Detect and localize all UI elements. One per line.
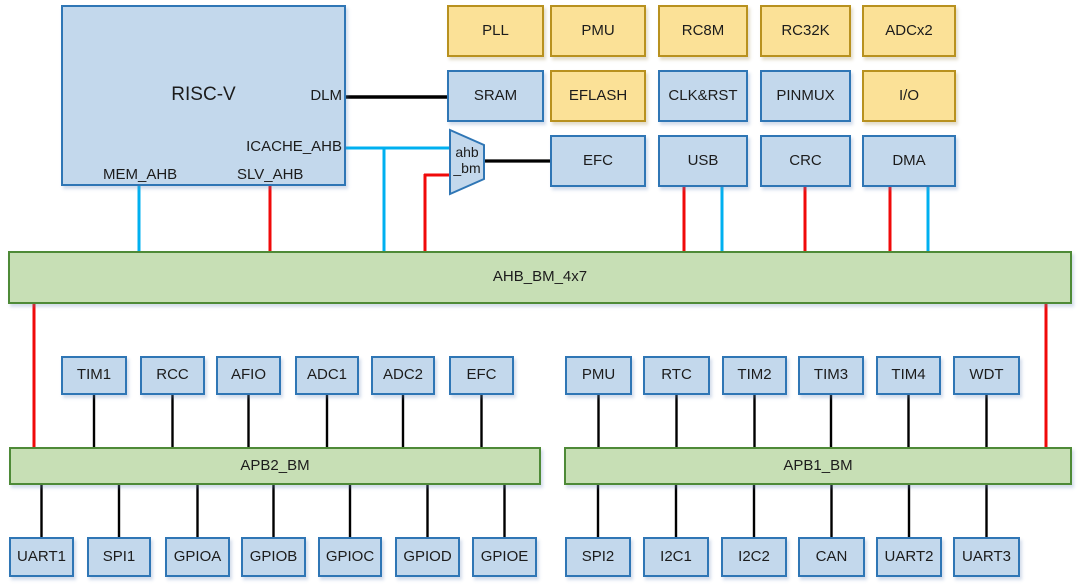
svg-text:ahb: ahb: [455, 144, 479, 160]
svg-text:_bm: _bm: [452, 160, 480, 176]
